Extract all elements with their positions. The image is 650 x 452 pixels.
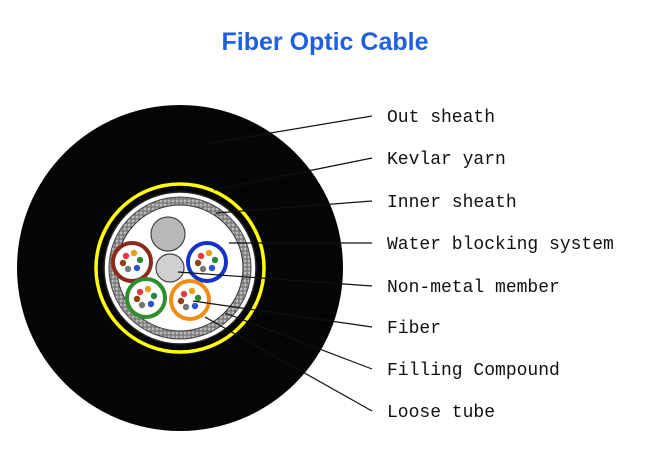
cable-cross-section xyxy=(17,105,343,431)
filler-rod xyxy=(150,216,186,252)
leader-line-kevlar-yarn xyxy=(213,157,373,191)
label-water-blocking-system: Water blocking system xyxy=(387,235,614,255)
label-out-sheath: Out sheath xyxy=(387,108,495,128)
label-fiber: Fiber xyxy=(387,319,441,339)
loose-tube-red xyxy=(111,241,153,283)
page-title: Fiber Optic Cable xyxy=(221,28,429,56)
loose-tube-green xyxy=(125,277,167,319)
leader-line-inner-sheath xyxy=(215,200,373,214)
leader-line-out-sheath xyxy=(204,115,373,145)
label-inner-sheath: Inner sheath xyxy=(387,193,517,213)
kevlar-yarn-ring xyxy=(94,182,266,354)
non-metal-member xyxy=(155,253,185,283)
leader-line-non-metal-member xyxy=(177,271,373,287)
leader-lines xyxy=(177,115,373,412)
loose-tube-blue xyxy=(186,241,228,283)
leader-line-filling-compound xyxy=(224,312,373,370)
loose-tube-orange xyxy=(169,279,211,321)
label-filling-compound: Filling Compound xyxy=(387,361,560,381)
labels: Out sheath Kevlar yarn Inner sheath Wate… xyxy=(387,108,614,423)
leader-line-fiber xyxy=(192,300,373,328)
label-loose-tube: Loose tube xyxy=(387,403,495,423)
label-non-metal-member: Non-metal member xyxy=(387,278,560,298)
leader-line-loose-tube xyxy=(204,316,373,412)
label-kevlar-yarn: Kevlar yarn xyxy=(387,150,506,170)
